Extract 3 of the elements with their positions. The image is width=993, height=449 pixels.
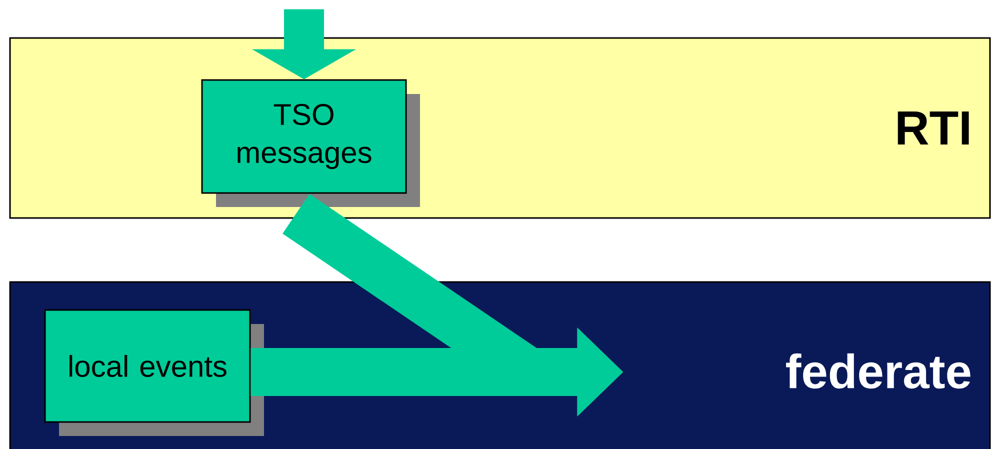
process-box: TSO messages xyxy=(201,79,420,207)
process-box: local events xyxy=(44,309,264,436)
arrow xyxy=(252,9,356,80)
